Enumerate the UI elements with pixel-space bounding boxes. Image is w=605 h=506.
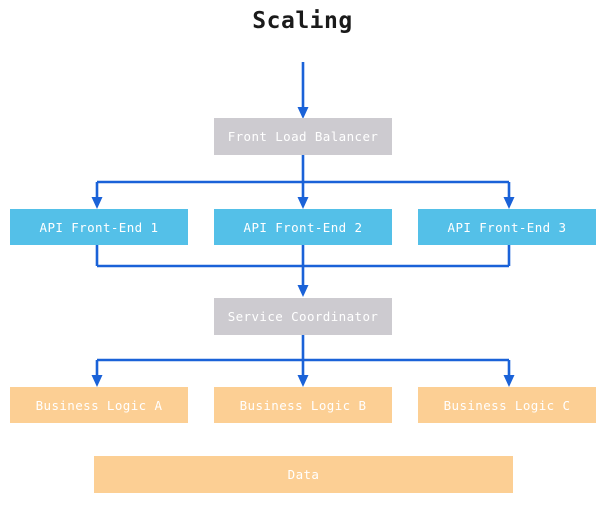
node-label: API Front-End 3 <box>447 219 567 235</box>
connector-coordinator-to-business-tier <box>91 335 515 387</box>
connector-inbound-to-front-load-balancer <box>297 62 309 119</box>
node-api-front-end-1[interactable]: API Front-End 1 <box>10 209 188 245</box>
node-label: Business Logic C <box>443 397 571 413</box>
node-api-front-end-3[interactable]: API Front-End 3 <box>418 209 596 245</box>
node-label: Service Coordinator <box>227 309 379 324</box>
node-business-logic-a[interactable]: Business Logic A <box>10 387 188 423</box>
node-data[interactable]: Data <box>94 456 513 493</box>
node-label: Business Logic A <box>35 397 163 413</box>
node-label: Business Logic B <box>239 397 367 413</box>
node-label: Data <box>287 467 320 482</box>
node-label: Front Load Balancer <box>227 129 379 144</box>
node-label: API Front-End 1 <box>39 219 159 235</box>
connector-api-tier-to-coordinator <box>95 245 511 297</box>
page-title: Scaling <box>252 8 353 34</box>
node-front-load-balancer[interactable]: Front Load Balancer <box>214 118 392 155</box>
node-api-front-end-2[interactable]: API Front-End 2 <box>214 209 392 245</box>
node-business-logic-b[interactable]: Business Logic B <box>214 387 392 423</box>
connector-balancer-to-api-tier <box>91 155 515 209</box>
node-label: API Front-End 2 <box>243 219 363 235</box>
node-business-logic-c[interactable]: Business Logic C <box>418 387 596 423</box>
node-service-coordinator[interactable]: Service Coordinator <box>214 298 392 335</box>
